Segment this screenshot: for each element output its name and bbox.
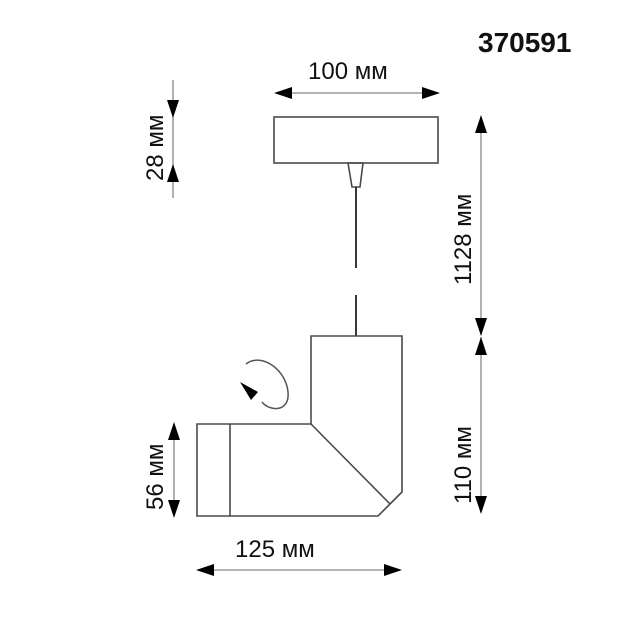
lamp-body xyxy=(196,335,403,517)
rotation-arrow-icon xyxy=(240,359,289,410)
arrow-right-icon xyxy=(384,564,402,576)
lamp-head xyxy=(196,423,391,517)
model-number: 370591 xyxy=(478,27,571,58)
body-height-dimension: 110 мм xyxy=(450,337,487,514)
arrow-down-icon xyxy=(475,318,487,336)
total-width-dimension: 125 мм xyxy=(196,536,402,576)
diagonal-joint xyxy=(310,423,391,505)
arrow-left-icon xyxy=(274,87,292,99)
canopy-width-label: 100 мм xyxy=(308,58,388,85)
arrow-up-icon xyxy=(475,337,487,355)
head-height-dimension: 56 мм xyxy=(142,422,180,518)
suspension-height-label: 1128 мм xyxy=(450,194,477,285)
arrow-up-icon xyxy=(167,164,179,182)
canopy-height-dimension: 28 мм xyxy=(142,80,179,198)
vertical-housing xyxy=(310,335,403,505)
arrow-right-icon xyxy=(422,87,440,99)
total-width-label: 125 мм xyxy=(235,536,315,563)
canopy-width-dimension: 100 мм xyxy=(274,58,440,99)
canopy xyxy=(273,116,439,164)
cable-gland xyxy=(347,162,364,188)
arrow-left-icon xyxy=(196,564,214,576)
body-height-label: 110 мм xyxy=(450,426,477,504)
arrow-up-icon xyxy=(168,422,180,440)
arrow-down-icon xyxy=(168,500,180,518)
suspension-height-dimension: 1128 мм xyxy=(450,115,487,336)
canopy-height-label: 28 мм xyxy=(142,115,169,181)
arrow-down-icon xyxy=(167,100,179,118)
arrow-down-icon xyxy=(475,496,487,514)
head-height-label: 56 мм xyxy=(142,444,169,510)
arrow-up-icon xyxy=(475,115,487,133)
